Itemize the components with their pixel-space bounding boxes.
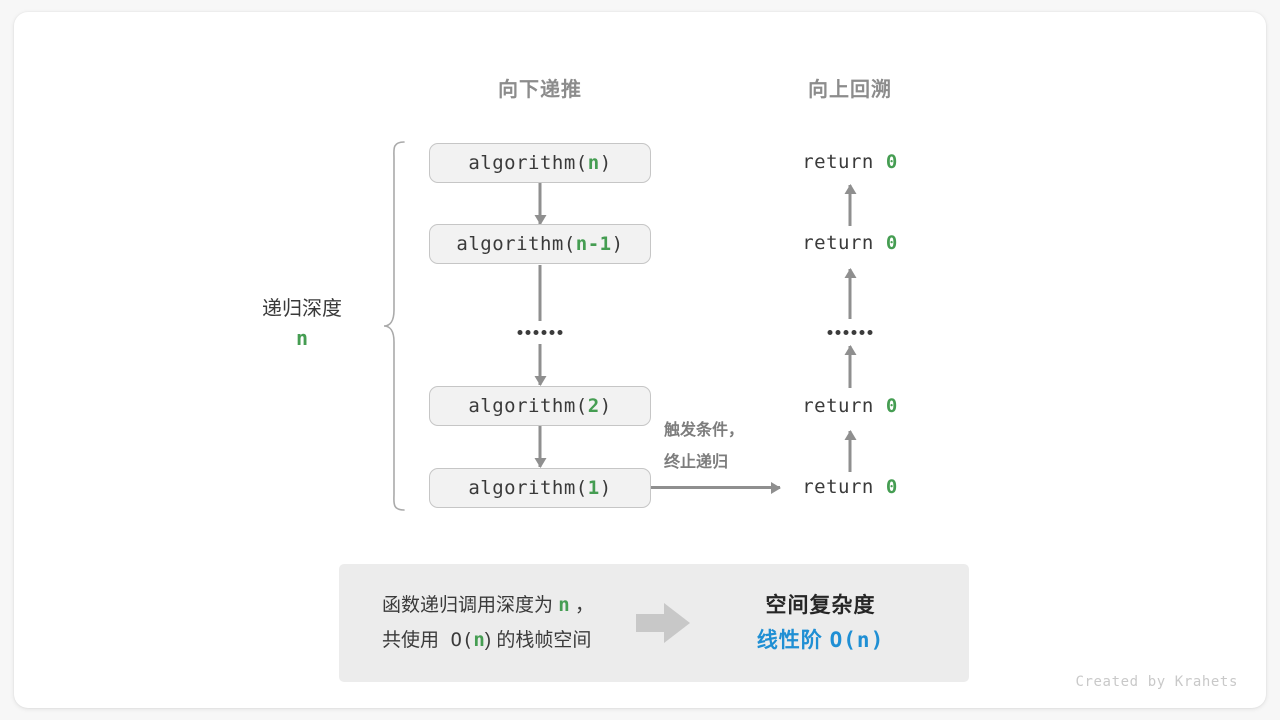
summary-l1-b: ， xyxy=(569,595,595,616)
space-complexity-title: 空间复杂度 xyxy=(765,593,876,617)
down-line-2 xyxy=(538,265,542,321)
dot xyxy=(867,330,873,335)
left-ellipsis xyxy=(517,330,563,335)
down-arrow-1 xyxy=(538,183,542,224)
call-box-suffix: ) xyxy=(611,233,624,255)
space-complexity-value: 线性阶 O(n) xyxy=(690,623,951,658)
arrow-head xyxy=(664,603,691,643)
column-header-recurse-down: 向下递推 xyxy=(498,79,582,101)
call-box-suffix: ) xyxy=(599,477,612,499)
call-box-suffix: ) xyxy=(599,152,612,174)
arrow-shaft xyxy=(636,614,667,632)
credit-text: Created by Krahets xyxy=(1075,674,1238,690)
return-row-4: return 0 xyxy=(802,476,898,498)
terminate-line-1: 触发条件， xyxy=(664,422,745,439)
depth-label-text: 递归深度 xyxy=(262,298,342,320)
summary-l1-a: 函数递归调用深度为 xyxy=(382,595,559,616)
return-keyword: return xyxy=(802,151,886,173)
terminate-arrow xyxy=(651,486,780,489)
column-header-backtrack-up: 向上回溯 xyxy=(808,79,892,101)
summary-panel: 函数递归调用深度为 n ， 共使用 O(n) 的栈帧空间 空间复杂度 线性阶 O… xyxy=(339,564,969,682)
up-arrow-2 xyxy=(848,269,852,319)
up-arrow-1 xyxy=(848,185,852,226)
summary-l2-hl: n xyxy=(473,629,485,651)
return-row-1: return 0 xyxy=(802,151,898,173)
up-arrow-4 xyxy=(848,431,852,472)
dot xyxy=(549,330,555,335)
up-arrow-3 xyxy=(848,346,852,388)
call-box-suffix: ) xyxy=(599,395,612,417)
dot xyxy=(525,330,531,335)
dot xyxy=(827,330,833,335)
terminate-condition-annotation: 触发条件， 终止递归 xyxy=(664,415,744,479)
return-value: 0 xyxy=(885,232,898,254)
dot xyxy=(517,330,523,335)
terminate-line-2: 终止递归 xyxy=(664,454,729,471)
dot xyxy=(859,330,865,335)
call-box-prefix: algorithm( xyxy=(468,152,588,174)
dot xyxy=(541,330,547,335)
summary-l1-hl: n xyxy=(558,594,570,616)
return-row-3: return 0 xyxy=(802,395,898,417)
return-value: 0 xyxy=(885,476,898,498)
return-keyword: return xyxy=(802,395,886,417)
summary-line-1: 函数递归调用深度为 n ， xyxy=(382,588,594,623)
dot xyxy=(835,330,841,335)
call-box-arg: n xyxy=(587,152,600,174)
call-box-arg: n-1 xyxy=(575,233,612,255)
dot xyxy=(851,330,857,335)
call-box-arg: 1 xyxy=(587,477,600,499)
dot xyxy=(533,330,539,335)
call-box-2[interactable]: algorithm(2) xyxy=(429,386,651,426)
return-value: 0 xyxy=(885,151,898,173)
call-box-prefix: algorithm( xyxy=(468,477,588,499)
depth-label-value: n xyxy=(295,326,309,350)
return-keyword: return xyxy=(802,476,886,498)
summary-line-2: 共使用 O(n) 的栈帧空间 xyxy=(382,623,594,658)
return-keyword: return xyxy=(802,232,886,254)
return-row-2: return 0 xyxy=(802,232,898,254)
right-ellipsis xyxy=(827,330,873,335)
diagram-card: 向下递推 向上回溯 递归深度 n algorithm(n) algorithm(… xyxy=(14,12,1266,708)
down-arrow-3 xyxy=(538,344,542,385)
call-box-1[interactable]: algorithm(1) xyxy=(429,468,651,508)
summary-l2-a: 共使用 O( xyxy=(382,629,474,651)
call-box-arg: 2 xyxy=(587,395,600,417)
complexity-order-label: 线性阶 xyxy=(756,628,830,652)
summary-left-text: 函数递归调用深度为 n ， 共使用 O(n) 的栈帧空间 xyxy=(339,588,594,658)
return-value: 0 xyxy=(885,395,898,417)
call-box-prefix: algorithm( xyxy=(456,233,576,255)
recursion-depth-brace xyxy=(383,141,405,511)
dot xyxy=(557,330,563,335)
summary-right-text: 空间复杂度 线性阶 O(n) xyxy=(690,589,969,658)
recursion-depth-label: 递归深度 n xyxy=(262,295,342,353)
complexity-notation: O(n) xyxy=(829,627,885,652)
summary-l2-b: ) 的栈帧空间 xyxy=(484,630,592,651)
call-box-n[interactable]: algorithm(n) xyxy=(429,143,651,183)
call-box-prefix: algorithm( xyxy=(468,395,588,417)
right-block-arrow-icon xyxy=(636,603,691,643)
down-arrow-4 xyxy=(538,426,542,467)
call-box-n-minus-1[interactable]: algorithm(n-1) xyxy=(429,224,651,264)
dot xyxy=(843,330,849,335)
